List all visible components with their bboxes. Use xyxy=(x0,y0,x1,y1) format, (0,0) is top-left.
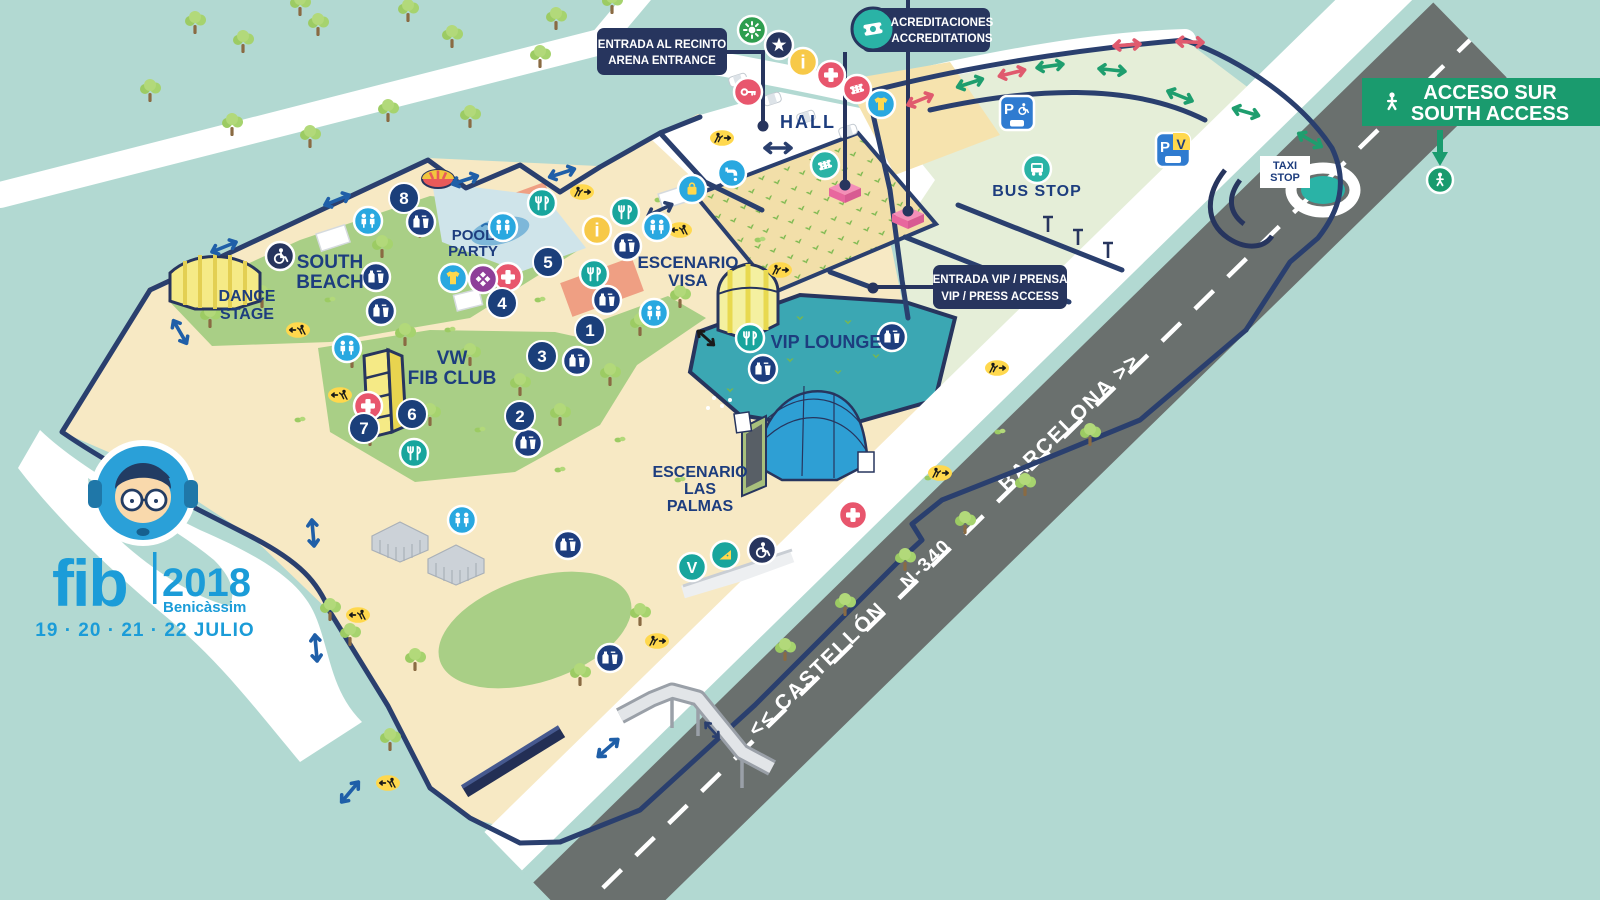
svg-text:STOP: STOP xyxy=(1270,172,1300,184)
hall-label: HALL xyxy=(780,112,836,132)
svg-text:BEACH: BEACH xyxy=(296,272,364,293)
svg-text:7: 7 xyxy=(359,419,368,438)
taxi-stop-sign: TAXI STOP xyxy=(1260,156,1310,188)
svg-text:ACREDITACIONES: ACREDITACIONES xyxy=(891,17,994,29)
marker-1: 1 xyxy=(574,314,606,346)
marker-6: 6 xyxy=(396,398,428,430)
callout-arena-entrance: ENTRADA AL RECINTO ARENA ENTRANCE xyxy=(597,28,727,75)
svg-text:TAXI: TAXI xyxy=(1273,160,1297,172)
callout-vip-access: ENTRADA VIP / PRENSA VIP / PRESS ACCESS xyxy=(933,265,1068,309)
fib-logo: fib 2018 Benicàssim 19 · 20 · 21 · 22 JU… xyxy=(35,440,254,641)
svg-text:VISA: VISA xyxy=(668,271,708,290)
bus-stop-label: BUS STOP xyxy=(992,183,1082,200)
vip-plants xyxy=(706,316,880,410)
star-icon xyxy=(763,29,795,61)
escenario-las-palmas-stage xyxy=(733,385,875,498)
callout-accreditations: ACREDITACIONES ACCREDITATIONS xyxy=(850,6,994,52)
gate-dots xyxy=(757,120,914,294)
svg-text:6: 6 xyxy=(407,405,416,424)
escenario-visa-tent xyxy=(716,262,780,338)
vegan-icon: V xyxy=(676,551,708,583)
svg-text:V: V xyxy=(1176,136,1186,152)
svg-text:P: P xyxy=(1160,139,1170,156)
svg-text:2: 2 xyxy=(515,407,524,426)
fib-city: Benicàssim xyxy=(163,599,246,616)
sun-icon xyxy=(736,14,768,46)
lockers-icon xyxy=(467,263,499,295)
parking-vip-icon: P V xyxy=(1154,131,1192,169)
vip-lounge-label: VIP LOUNGE xyxy=(771,332,882,352)
ticket-icon-teal xyxy=(809,149,841,181)
marker-4: 4 xyxy=(486,287,518,319)
svg-text:i: i xyxy=(594,221,599,242)
boundary-wall xyxy=(460,725,566,798)
snack-icon xyxy=(709,539,741,571)
ticket-icon-red xyxy=(841,73,873,105)
vw-fib-club-label: VW xyxy=(437,348,468,369)
bag-icon xyxy=(676,173,708,205)
svg-text:ENTRADA AL RECINTO: ENTRADA AL RECINTO xyxy=(598,39,726,51)
svg-text:ACCREDITATIONS: ACCREDITATIONS xyxy=(891,33,992,45)
svg-text:VIP / PRESS ACCESS: VIP / PRESS ACCESS xyxy=(941,291,1059,303)
svg-text:i: i xyxy=(800,53,805,74)
svg-text:PALMAS: PALMAS xyxy=(667,498,734,515)
marker-7: 7 xyxy=(348,412,380,444)
dance-stage-structure xyxy=(168,253,262,311)
svg-text:3: 3 xyxy=(537,347,546,366)
marker-2: 2 xyxy=(504,400,536,432)
svg-text:ARENA ENTRANCE: ARENA ENTRANCE xyxy=(608,55,716,67)
svg-text:LAS: LAS xyxy=(684,481,716,498)
svg-text:5: 5 xyxy=(543,253,552,272)
svg-text:8: 8 xyxy=(399,189,408,208)
water-tap-icon xyxy=(716,157,748,189)
carousel-structure xyxy=(421,169,455,189)
svg-text:4: 4 xyxy=(497,294,507,313)
svg-text:1: 1 xyxy=(585,321,594,340)
svg-text:FIB CLUB: FIB CLUB xyxy=(408,368,497,389)
svg-text:SOUTH ACCESS: SOUTH ACCESS xyxy=(1411,103,1569,125)
escenario-visa-label: ESCENARIO xyxy=(637,253,738,272)
marker-8: 8 xyxy=(388,182,420,214)
taxi-roundabout xyxy=(1207,162,1361,249)
svg-text:ACCESO SUR: ACCESO SUR xyxy=(1423,82,1557,104)
svg-text:P: P xyxy=(1004,101,1014,118)
svg-text:STAGE: STAGE xyxy=(220,306,274,323)
bus-icon xyxy=(1021,153,1053,185)
south-access-banner: ACCESO SUR SOUTH ACCESS xyxy=(1362,78,1600,195)
parking-disabled-icon: P xyxy=(998,94,1036,132)
fib-wordmark: fib xyxy=(52,546,127,620)
crops-field xyxy=(691,130,940,295)
fib-year: 2018 xyxy=(162,561,251,605)
dance-stage-label: DANCE xyxy=(219,288,276,305)
south-beach-label: SOUTH xyxy=(297,252,364,273)
marker-5: 5 xyxy=(532,246,564,278)
fib-dates: 19 · 20 · 21 · 22 JULIO xyxy=(35,620,254,641)
info-icons: i i xyxy=(581,46,819,246)
svg-text:ENTRADA VIP / PRENSA: ENTRADA VIP / PRENSA xyxy=(933,274,1068,286)
svg-text:PARTY: PARTY xyxy=(448,243,498,260)
pool-party-label: POOL xyxy=(452,227,495,244)
marker-3: 3 xyxy=(526,340,558,372)
fib-mascot xyxy=(88,440,198,546)
key-icon xyxy=(732,76,764,108)
svg-text:V: V xyxy=(687,560,698,577)
escenario-las-palmas-label: ESCENARIO xyxy=(652,464,747,481)
footbridge xyxy=(616,682,776,788)
area-labels: DANCE STAGE SOUTH BEACH POOL PARTY VW FI… xyxy=(219,112,1082,515)
south-access-point xyxy=(1425,165,1455,195)
numbered-markers: 8 5 4 1 3 6 7 2 xyxy=(348,182,606,444)
